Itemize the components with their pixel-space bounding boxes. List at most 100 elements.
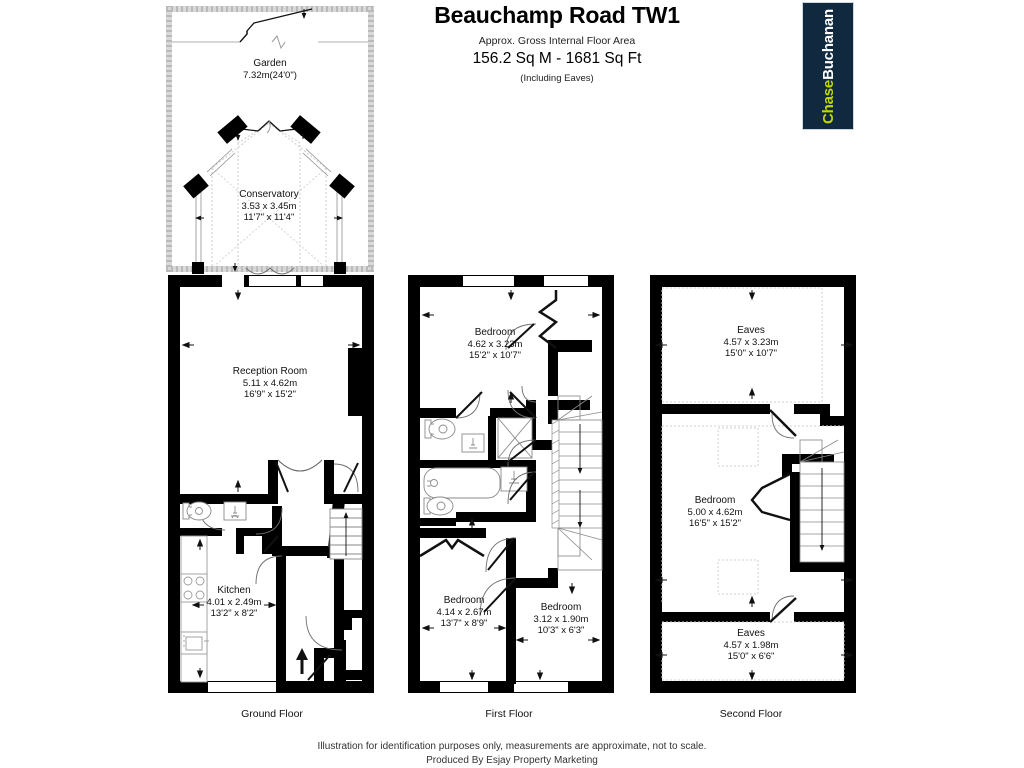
wall-bath-top-left [420,408,456,418]
wall-stair-jamb [790,472,804,482]
wall-bottom [650,681,856,693]
wall-kitchen-top [272,546,328,556]
wall-kitchen-hall [272,506,282,554]
wall-pier-front [488,681,514,693]
wall-stair-left [790,472,800,570]
garden-detail [172,8,368,50]
room-label-eaves-top: Eaves 4.57 x 3.23m 15'0" x 10'7" [723,325,779,360]
window-rear-1 [463,276,514,286]
wall-eaves-bottom-right [794,612,856,622]
kitchen-fittings [180,535,209,683]
first-dimension-arrows [421,290,601,681]
wall-cupboard-side [344,618,352,630]
wall-hall-right [324,460,334,504]
wall-eaves-jamb [820,404,830,426]
door-jamb [296,275,301,287]
page-title: Beauchamp Road TW1 [434,2,680,28]
wall-kitchen-right [276,556,286,684]
wall-stair-bottom [790,562,856,572]
wall-utility [262,528,272,554]
wall-stair-top [782,454,834,464]
eaves-access-shape [750,472,791,522]
wall-bath-top-right [490,408,526,418]
opening-rear-glass [246,276,298,286]
ground-staircase [329,508,363,560]
window-front-2 [514,682,568,692]
wall-wc-side [236,528,244,554]
wall-landing-corner [548,568,558,588]
room-label-reception-room: Reception Room 5.11 x 4.62m 16'9" x 15'2… [232,366,308,401]
wall-eaves-bottom [650,612,770,622]
floor-name-first: First Floor [485,708,533,720]
room-label-kitchen: Kitchen 4.01 x 2.49m 13'2" x 8'2" [206,585,262,620]
second-staircase [799,439,845,563]
wall-hall-top-right [324,494,366,504]
floor-name-ground: Ground Floor [241,708,303,720]
bay-wall [537,290,559,349]
wall-eaves-top-right [794,404,830,414]
room-label-bedroom-2: Bedroom 4.14 x 2.67m 13'7" x 8'9" [436,595,492,630]
wall-top [650,275,856,287]
wall-porch-top [314,648,346,658]
wall-bath-mid [420,460,536,468]
floor-name-second: Second Floor [719,708,783,720]
window-rear-2 [544,276,588,286]
wall-hall-right-lower [334,556,344,648]
wall-cupboard [344,610,364,618]
wall-bed2-bed3 [506,548,516,684]
wall-landing-bottom [516,578,558,588]
wall-shower-side [488,416,496,462]
door-jamb [244,275,249,287]
wall-wc-bottom2 [236,528,270,536]
chasebuchanan-logo[interactable]: ChaseBuchanan [802,2,854,130]
ground-dimension-arrows [181,290,361,679]
room-label-bedroom-3: Bedroom 3.12 x 1.90m 10'3" x 6'3" [533,602,589,637]
room-label-garden: Garden 7.32m(24'0") [243,58,297,81]
wall-stair-corner [782,462,792,482]
wall-bay-top [548,340,592,352]
entrance-arrow [296,648,308,674]
area-note: (Including Eaves) [520,73,594,84]
conservatory-pier [192,262,204,274]
area-value: 156.2 Sq M - 1681 Sq Ft [472,50,642,67]
ground-door-leaves [263,461,359,681]
wall-landing-tjamb [548,400,558,424]
first-door-leaves [455,323,537,613]
wall-left [650,275,662,693]
second-dimension-arrows [654,290,854,681]
stair-banister [551,419,560,529]
wall-right [362,275,374,693]
wall-porch-inner [314,648,324,692]
wall-right [844,275,856,693]
bathroom-fittings [423,417,533,516]
opening-rear-window [301,276,323,286]
footer-producer: Produced By Esjay Property Marketing [426,755,598,766]
wall-landing-step [526,440,558,450]
wall-eaves-top [650,404,770,414]
opening-rear-door [222,275,246,287]
wall-hall-left [268,460,278,504]
wall-wc-top [180,494,276,504]
window-front [208,682,276,692]
wall-bath-mid-right [490,460,536,468]
wall-left [408,275,420,693]
wall-bath-bottom [420,518,456,526]
eaves-outline [661,287,845,681]
wall-right [602,275,614,693]
reception-pier [348,348,362,416]
wc-fittings [182,501,247,521]
wall-bay-right [548,350,558,396]
wall-eaves-step [820,416,856,426]
wall-bath-bottom2 [456,512,536,522]
room-label-bedroom-second: Bedroom 5.00 x 4.62m 16'5" x 15'2" [687,495,743,530]
room-label-conservatory: Conservatory 3.53 x 3.45m 11'7" x 11'4" [239,189,299,224]
wall-bed2-top [420,528,486,538]
wall-landing-left-2 [526,462,536,520]
wall-landing-top [548,400,590,410]
